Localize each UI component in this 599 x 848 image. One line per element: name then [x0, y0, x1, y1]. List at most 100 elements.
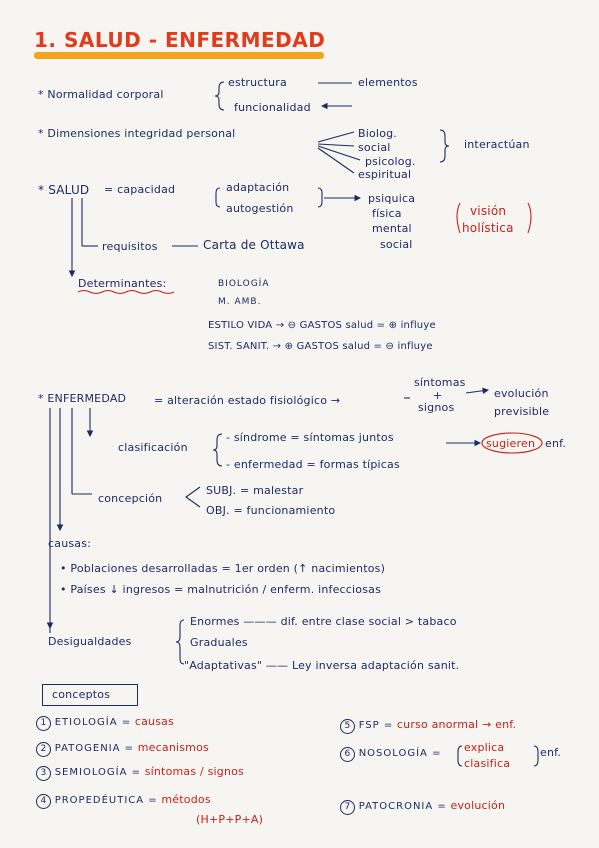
causa-item: • Países ↓ ingresos = malnutrición / enf… — [60, 583, 382, 596]
nosologia-bracket — [457, 745, 463, 767]
concepto-term: PATOGENIA = — [54, 743, 135, 754]
enfermedad-sintomas: síntomas — [414, 376, 466, 389]
concepto-item: 6 NOSOLOGÍA = — [340, 746, 441, 762]
page-title: 1. SALUD - ENFERMEDAD — [34, 28, 326, 52]
desigualdad-item: Enormes ——— dif. entre clase social > ta… — [190, 615, 457, 628]
concepcion-angle — [185, 486, 201, 508]
salud-dim: física — [372, 207, 402, 220]
enfermedad-previsible: previsible — [494, 405, 550, 418]
holistica-paren — [456, 202, 461, 234]
dimensiones-brace — [439, 129, 450, 163]
concepto-def: síntomas / signos — [144, 765, 244, 778]
concepto-item: 5 FSP = curso anormal → enf. — [340, 718, 516, 734]
salud-dim: psiquica — [368, 192, 416, 205]
salud-brace — [215, 187, 221, 208]
dimensiones-label: * Dimensiones integridad personal — [38, 127, 236, 140]
concepto-sub: (H+P+P+A) — [196, 813, 264, 826]
normalidad-brace — [214, 81, 225, 111]
concepto-item: 7 PATOCRONIA = evolución — [340, 799, 505, 815]
nosologia-clasifica: clasifica — [464, 757, 511, 770]
carta-ottawa: Carta de Ottawa — [203, 238, 305, 252]
desigualdad-item: Graduales — [190, 636, 248, 649]
normalidad-estructura: estructura — [228, 76, 287, 89]
salud-brace-right — [317, 187, 323, 208]
enfermedad-evolucion: evolución — [494, 387, 549, 400]
dimension-item: social — [358, 141, 391, 154]
determinante-item: SIST. SANIT. → ⊕ GASTOS salud = ⊖ influy… — [208, 341, 433, 352]
concepcion-label: concepción — [98, 492, 163, 505]
salud-dim: social — [380, 238, 413, 251]
dimension-item: Biolog. — [358, 127, 397, 140]
sindrome-def: - síndrome = síntomas juntos — [226, 431, 394, 444]
dim-line — [317, 143, 355, 147]
holistica-label: holística — [462, 221, 514, 235]
concepto-number: 4 — [36, 794, 51, 809]
normalidad-label: * Normalidad corporal — [38, 88, 164, 101]
requisitos-label: requisitos — [102, 240, 158, 253]
concepto-item: 3 SEMIOLOGÍA = síntomas / signos — [36, 765, 244, 781]
concepto-term: PROPEDÉUTICA = — [54, 795, 158, 806]
sugieren-label: sugieren — [486, 437, 536, 450]
concepcion-subj: SUBJ. = malestar — [206, 484, 304, 497]
enfermedad-eq: = alteración estado fisiológico → — [154, 394, 341, 407]
salud-adaptacion: adaptación — [226, 181, 290, 194]
clasificacion-label: clasificación — [118, 441, 188, 454]
enfermedad-plus: + — [433, 389, 443, 402]
concepto-term: FSP = — [358, 720, 394, 731]
holistica-paren — [527, 202, 532, 234]
enfermedad-signos: signos — [418, 401, 455, 414]
causas-label: causas: — [48, 537, 92, 550]
concepto-number: 2 — [36, 742, 51, 757]
concepcion-obj: OBJ. = funcionamiento — [206, 504, 336, 517]
concepto-term: SEMIOLOGÍA = — [54, 767, 141, 778]
salud-dim: mental — [372, 222, 412, 235]
concepto-number: 1 — [36, 716, 51, 731]
concepto-number: 6 — [340, 747, 355, 762]
normalidad-elementos: elementos — [358, 76, 418, 89]
desigualdad-item: "Adaptativas" —— Ley inversa adaptación … — [184, 659, 460, 672]
dimension-item: psicolog. — [365, 155, 416, 168]
dimension-item: espiritual — [358, 168, 412, 181]
title-highlight — [34, 52, 324, 59]
enfermedad-label: * ENFERMEDAD — [38, 392, 127, 405]
desigualdades-label: Desigualdades — [48, 635, 132, 648]
evolucion-arrow — [465, 387, 490, 395]
normalidad-funcionalidad: funcionalidad — [234, 101, 311, 114]
concepto-number: 5 — [340, 719, 355, 734]
concepto-def: causas — [134, 715, 175, 728]
determinante-item: M. AMB. — [218, 297, 262, 307]
nosologia-bracket-right — [533, 745, 539, 767]
determinante-item: ESTILO VIDA → ⊖ GASTOS salud = ⊕ influye — [208, 320, 436, 331]
determinante-item: BIOLOGÍA — [218, 279, 270, 289]
dim-line — [317, 145, 361, 161]
dim-line — [317, 147, 355, 174]
concepto-term: PATOCRONIA = — [358, 801, 447, 812]
salud-label: * SALUD — [38, 183, 90, 197]
salud-autogestion: autogestión — [226, 202, 294, 215]
concepto-item: 1 ETIOLOGÍA = causas — [36, 715, 174, 731]
concepto-def: curso anormal → enf. — [396, 718, 517, 731]
determinantes-label: Determinantes: — [78, 277, 167, 290]
dimensiones-interactuan: interactúan — [464, 138, 530, 151]
concepto-item: 2 PATOGENIA = mecanismos — [36, 741, 209, 757]
sugieren-enf: enf. — [545, 437, 567, 450]
concepto-item: 4 PROPEDÉUTICA = métodos — [36, 793, 211, 809]
concepto-def: métodos — [161, 793, 211, 806]
conceptos-box — [42, 684, 138, 706]
desigualdades-brace — [175, 619, 185, 665]
concepto-number: 7 — [340, 800, 355, 815]
determinantes-underline — [77, 289, 175, 295]
dim-line — [317, 131, 355, 143]
concepto-number: 3 — [36, 766, 51, 781]
concepto-term: NOSOLOGÍA = — [358, 748, 442, 759]
nosologia-explica: explica — [464, 741, 505, 754]
nosologia-enf: enf. — [540, 746, 562, 759]
vision-label: visión — [470, 204, 507, 218]
conceptos-heading: conceptos — [52, 688, 111, 701]
causa-item: • Poblaciones desarrolladas = 1er orden … — [60, 562, 386, 575]
clasificacion-brace — [212, 433, 223, 467]
concepto-def: evolución — [450, 799, 506, 812]
enfermedad-def: - enfermedad = formas típicas — [226, 458, 400, 471]
sugieren-circle — [481, 432, 543, 454]
